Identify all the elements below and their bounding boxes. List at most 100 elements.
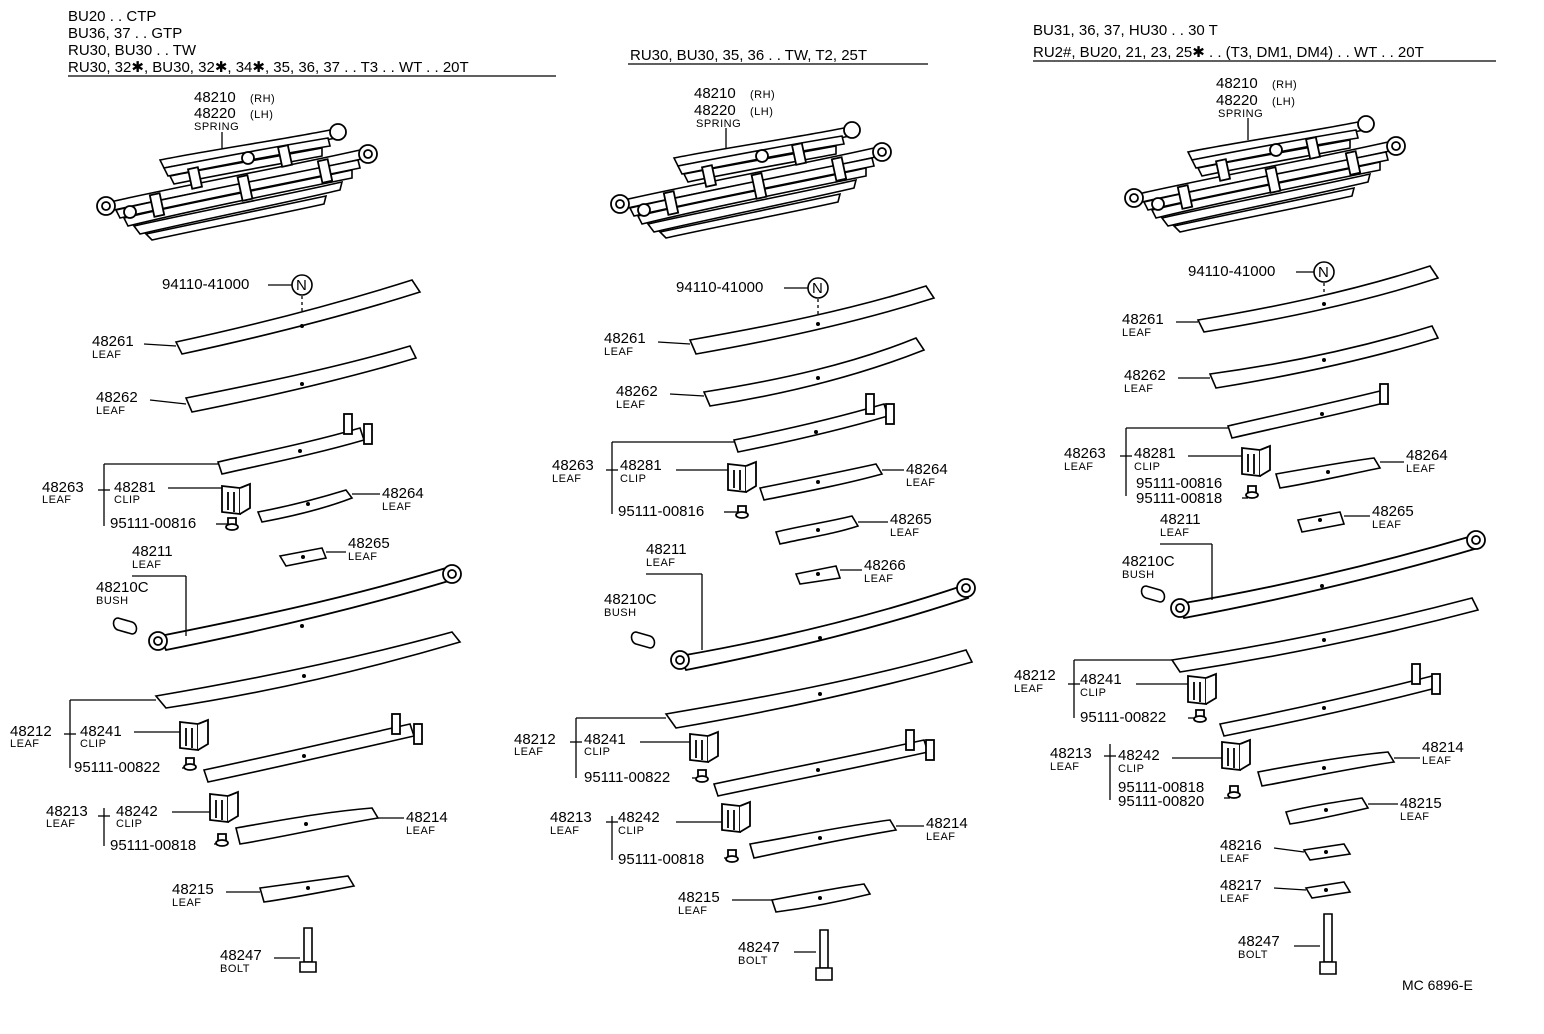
leaf-48213-center — [712, 739, 930, 797]
label-48214: 48214 — [406, 809, 448, 826]
header-left-line-1: BU20 . . CTP — [68, 8, 156, 25]
label-48212-leaf: LEAF — [10, 738, 40, 750]
svg-text:48214: 48214 — [926, 815, 968, 832]
label-95111-00818-right-upper: 95111-00818 — [1136, 490, 1222, 507]
leaf-48213-right — [1218, 675, 1438, 737]
label-48266: 48266 — [864, 557, 906, 574]
svg-text:(RH): (RH) — [1272, 79, 1297, 91]
label-95111-00820: 95111-00820 — [1118, 793, 1204, 810]
svg-text:48281: 48281 — [620, 457, 662, 474]
leaf-48212-center — [664, 649, 974, 729]
svg-text:48215: 48215 — [1400, 795, 1442, 812]
label-48242-clip: CLIP — [116, 818, 142, 830]
leaf-48263 — [216, 427, 366, 475]
leaf-48211-right — [1176, 534, 1480, 620]
svg-text:LEAF: LEAF — [1050, 761, 1080, 773]
svg-text:LEAF: LEAF — [926, 831, 956, 843]
svg-text:48210C: 48210C — [1122, 553, 1175, 570]
svg-text:48247: 48247 — [1238, 933, 1280, 950]
svg-text:48211: 48211 — [1160, 511, 1201, 528]
svg-text:95111-00816: 95111-00816 — [1136, 475, 1222, 492]
svg-text:48211: 48211 — [646, 541, 687, 558]
svg-text:LEAF: LEAF — [1422, 755, 1452, 767]
svg-text:LEAF: LEAF — [1014, 683, 1044, 695]
header-left-line-2: BU36, 37 . . GTP — [68, 25, 182, 42]
svg-text:48241: 48241 — [584, 731, 626, 748]
svg-text:LEAF: LEAF — [514, 746, 544, 758]
label-48265: 48265 — [348, 535, 390, 552]
leaf-48214-right — [1256, 751, 1396, 787]
leaf-48213 — [202, 723, 416, 783]
svg-text:LEAF: LEAF — [1220, 893, 1250, 905]
label-spring-lh-center: 48220 — [694, 102, 736, 119]
leaf-48262-right — [1208, 325, 1440, 389]
svg-text:48247: 48247 — [738, 939, 780, 956]
svg-text:LEAF: LEAF — [1064, 461, 1094, 473]
new-part-n-mark-icon — [291, 274, 313, 296]
svg-text:LEAF: LEAF — [1372, 519, 1402, 531]
svg-text:LEAF: LEAF — [616, 399, 646, 411]
bolt-48247-left-illustration — [303, 927, 313, 963]
leaf-48263-center — [732, 403, 890, 453]
svg-text:48241: 48241 — [1080, 671, 1122, 688]
label-48281: 48281 — [114, 479, 156, 496]
label-48213: 48213 — [46, 803, 88, 820]
svg-text:48213: 48213 — [550, 809, 592, 826]
header-right-line-1: BU31, 36, 37, HU30 . . 30 T — [1033, 22, 1218, 39]
bolt-48247-right-illustration — [1323, 913, 1333, 963]
leaf-48264-center — [758, 463, 884, 501]
svg-text:48242: 48242 — [618, 809, 660, 826]
label-48216: 48216 — [1220, 837, 1262, 854]
svg-text:BUSH: BUSH — [604, 607, 637, 619]
leaf-48211 — [158, 566, 454, 652]
column-left: 48210 (RH) 48220 (LH) SPRING 94110-41000… — [10, 89, 462, 975]
svg-text:LEAF: LEAF — [1122, 327, 1152, 339]
svg-text:48261: 48261 — [1122, 311, 1164, 328]
label-spring-rh-tag: (RH) — [250, 93, 275, 105]
label-48217: 48217 — [1220, 877, 1262, 894]
svg-text:48281: 48281 — [1134, 445, 1176, 462]
svg-text:(LH): (LH) — [1272, 96, 1295, 108]
clip-48281-illustration — [221, 483, 251, 515]
svg-text:48262: 48262 — [616, 383, 658, 400]
svg-text:(LH): (LH) — [750, 106, 773, 118]
leaf-48262 — [184, 345, 418, 413]
svg-text:48210: 48210 — [1216, 75, 1258, 92]
bush-48210c-illustration — [112, 617, 138, 635]
label-48214-leaf: LEAF — [406, 825, 436, 837]
svg-text:(RH): (RH) — [750, 89, 775, 101]
label-94110-41000: 94110-41000 — [162, 276, 249, 293]
svg-text:LEAF: LEAF — [1124, 383, 1154, 395]
svg-text:95111-00818: 95111-00818 — [618, 851, 704, 868]
svg-text:48262: 48262 — [1124, 367, 1166, 384]
header-center-line-1: RU30, BU30, 35, 36 . . TW, T2, 25T — [630, 47, 867, 64]
svg-text:SPRING: SPRING — [696, 118, 741, 130]
svg-text:SPRING: SPRING — [1218, 108, 1263, 120]
leaf-48212-right — [1170, 597, 1480, 673]
clip-48242-illustration — [209, 791, 239, 823]
spring-assembly-center-illustration — [610, 121, 892, 239]
leaf-48212 — [154, 631, 462, 709]
svg-text:95111-00822: 95111-00822 — [1080, 709, 1166, 726]
svg-text:48213: 48213 — [1050, 745, 1092, 762]
svg-text:48220: 48220 — [1216, 92, 1258, 109]
svg-text:N: N — [1318, 264, 1329, 281]
label-spring-rh: 48210 — [194, 89, 236, 106]
label-94110-41000-center: 94110-41000 — [676, 279, 763, 296]
label-48263-leaf: LEAF — [42, 494, 72, 506]
column-right: 48210 (RH) 48220 (LH) SPRING 94110-41000… — [1014, 75, 1486, 975]
svg-text:CLIP: CLIP — [1118, 763, 1144, 775]
svg-text:LEAF: LEAF — [864, 573, 894, 585]
svg-text:CLIP: CLIP — [1080, 687, 1106, 699]
leaf-48262-center — [702, 337, 926, 407]
label-48281-clip: CLIP — [114, 494, 140, 506]
leaf-48261-center — [688, 285, 936, 355]
svg-text:CLIP: CLIP — [1134, 461, 1160, 473]
svg-text:LEAF: LEAF — [552, 473, 582, 485]
label-spring-name: SPRING — [194, 121, 239, 133]
label-48211: 48211 — [132, 543, 173, 560]
svg-text:BOLT: BOLT — [738, 955, 768, 967]
svg-text:BOLT: BOLT — [1238, 949, 1268, 961]
svg-text:48261: 48261 — [604, 330, 646, 347]
